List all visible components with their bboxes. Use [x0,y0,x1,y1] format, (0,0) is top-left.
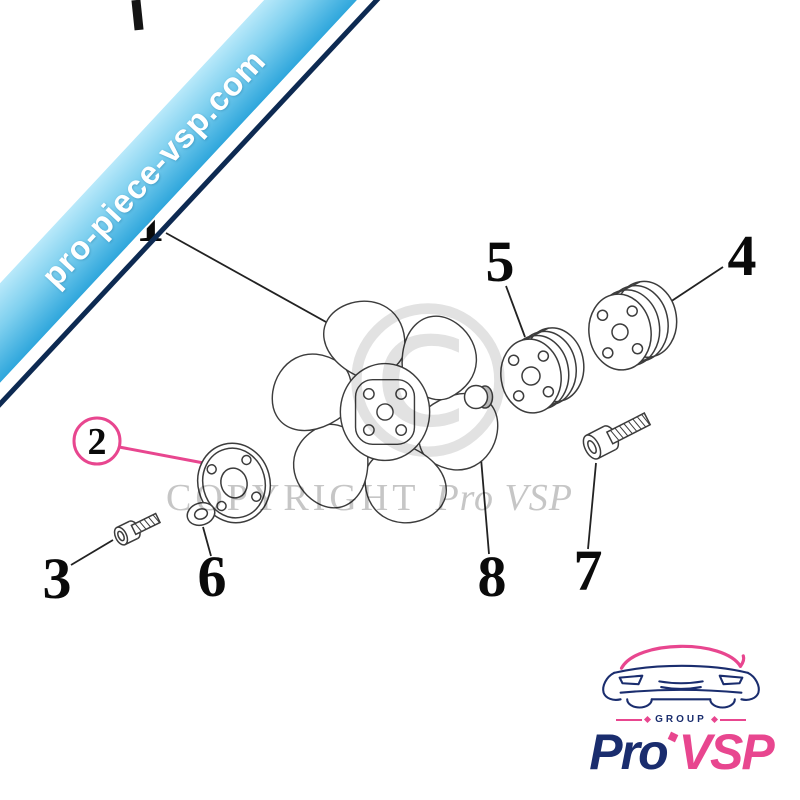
part-8-plug-drawing [463,384,494,410]
group-hex-dot [710,715,718,724]
part-label-5: 5 [485,229,515,294]
brand-dot [667,731,678,743]
part-4-pulley-drawing [588,280,678,371]
logo-group-row: GROUP [616,714,746,725]
part-2-flange-drawing [196,442,272,524]
copyright-watermark: COPYRIGHT Pro VSP [166,476,573,520]
part-5-pulley-drawing [500,327,585,414]
copyright-symbol-watermark: © [322,260,534,507]
group-divider-line [719,718,746,721]
watermark-copyright-text: COPYRIGHT [166,477,420,519]
part-2-highlight [72,416,210,466]
part-label-3: 3 [42,546,72,611]
logo-pro-text: Pro [589,724,668,780]
group-divider-line [616,718,643,721]
part-label-4: 4 [727,223,757,288]
part-7-bolt-drawing [582,412,652,460]
part-6-washer-drawing [186,501,216,527]
part-label-6: 6 [197,544,227,609]
part-label-7: 7 [573,538,603,603]
part-label-8: 8 [477,544,507,609]
logo-group-text: GROUP [655,714,707,725]
logo-vsp-text: VSP [678,724,775,780]
group-hex-dot [644,715,652,724]
car-sketch-icon [602,644,760,709]
watermark-brand-text: Pro VSP [435,477,573,519]
part-3-bolt-drawing [113,512,162,546]
part-label-2: 2 [87,421,107,463]
part-label-1: 1 [135,189,165,254]
